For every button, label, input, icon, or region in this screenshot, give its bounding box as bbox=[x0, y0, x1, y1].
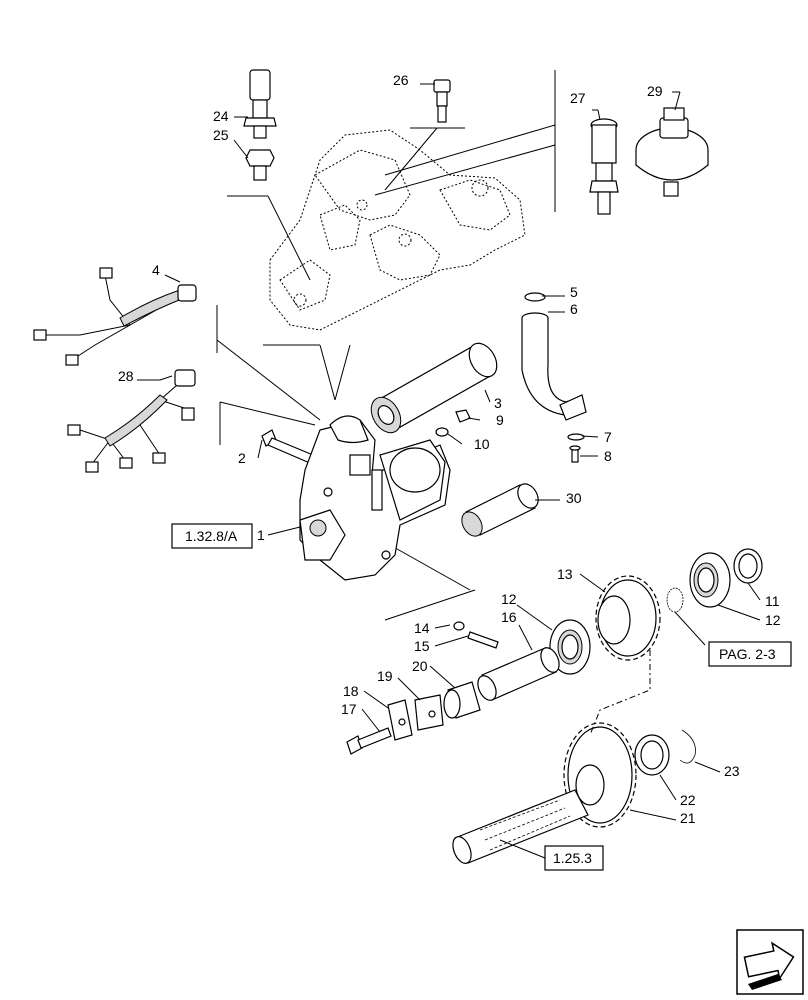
wiring-harness-b bbox=[67, 369, 196, 473]
bracket bbox=[387, 699, 413, 741]
plug-and-washer bbox=[435, 409, 471, 437]
ref-label-1253: 1.25.3 bbox=[553, 850, 592, 866]
callout-12-lower: 12 bbox=[501, 591, 517, 607]
pressure-sender bbox=[243, 69, 277, 139]
callout-29: 29 bbox=[647, 83, 663, 99]
projection-lines bbox=[216, 70, 556, 621]
callout-10: 10 bbox=[474, 436, 490, 452]
wiring-harness-a bbox=[33, 267, 197, 366]
snap-ring bbox=[666, 587, 684, 613]
callout-20: 20 bbox=[412, 658, 428, 674]
bolt bbox=[346, 727, 392, 755]
callout-26: 26 bbox=[393, 72, 409, 88]
callout-27: 27 bbox=[570, 90, 586, 106]
callout-16: 16 bbox=[501, 609, 517, 625]
output-shaft-gear bbox=[563, 722, 637, 828]
callout-13: 13 bbox=[557, 566, 573, 582]
callout-6: 6 bbox=[570, 301, 578, 317]
callout-15: 15 bbox=[414, 638, 430, 654]
callout-14: 14 bbox=[414, 620, 430, 636]
callout-22: 22 bbox=[680, 792, 696, 808]
splined-shaft bbox=[452, 789, 589, 864]
callout-1: 1 bbox=[257, 527, 265, 543]
callout-4: 4 bbox=[152, 262, 160, 278]
callout-23: 23 bbox=[724, 763, 740, 779]
callout-24: 24 bbox=[213, 108, 229, 124]
bushing bbox=[443, 681, 481, 719]
bearing-lower bbox=[549, 619, 591, 675]
callout-5: 5 bbox=[570, 284, 578, 300]
callout-9: 9 bbox=[496, 412, 504, 428]
drive-shaft bbox=[477, 647, 560, 701]
callout-18: 18 bbox=[343, 683, 359, 699]
callout-12-upper: 12 bbox=[765, 612, 781, 628]
ghost-housing bbox=[269, 129, 526, 331]
callouts: 24 25 26 27 29 4 28 5 6 3 9 10 7 8 2 1 3… bbox=[118, 72, 781, 826]
adapter-fitting bbox=[245, 149, 275, 181]
callout-8: 8 bbox=[604, 448, 612, 464]
callout-3: 3 bbox=[494, 395, 502, 411]
next-page-arrow-icon[interactable] bbox=[736, 929, 804, 995]
breather-fitting bbox=[433, 79, 451, 123]
filter-cartridge-small bbox=[461, 483, 539, 537]
bearing-upper bbox=[689, 552, 731, 608]
callout-30: 30 bbox=[566, 490, 582, 506]
ref-label-pag23: PAG. 2-3 bbox=[719, 646, 776, 662]
pin bbox=[453, 621, 499, 649]
ref-box-1328a[interactable]: 1.32.8/A bbox=[171, 523, 253, 549]
ref-box-1253[interactable]: 1.25.3 bbox=[499, 839, 604, 871]
drive-gear bbox=[595, 575, 661, 661]
callout-11: 11 bbox=[765, 593, 780, 609]
plate bbox=[414, 694, 444, 731]
ref-box-pag23[interactable]: PAG. 2-3 bbox=[708, 641, 792, 667]
temperature-sensor bbox=[589, 118, 619, 215]
callout-17: 17 bbox=[341, 701, 357, 717]
pressure-switch bbox=[635, 107, 709, 197]
callout-2: 2 bbox=[238, 450, 246, 466]
filter-cartridge-large bbox=[370, 342, 498, 434]
callout-28: 28 bbox=[118, 368, 134, 384]
ref-label-1328a: 1.32.8/A bbox=[185, 528, 238, 544]
suction-pipe bbox=[521, 292, 587, 463]
hydraulic-pump bbox=[299, 415, 451, 581]
callout-21: 21 bbox=[680, 810, 696, 826]
callout-25: 25 bbox=[213, 127, 229, 143]
callout-7: 7 bbox=[604, 429, 612, 445]
seal-ring bbox=[733, 548, 763, 584]
circlip bbox=[679, 729, 696, 764]
callout-19: 19 bbox=[377, 668, 393, 684]
spacer-ring bbox=[634, 734, 670, 776]
